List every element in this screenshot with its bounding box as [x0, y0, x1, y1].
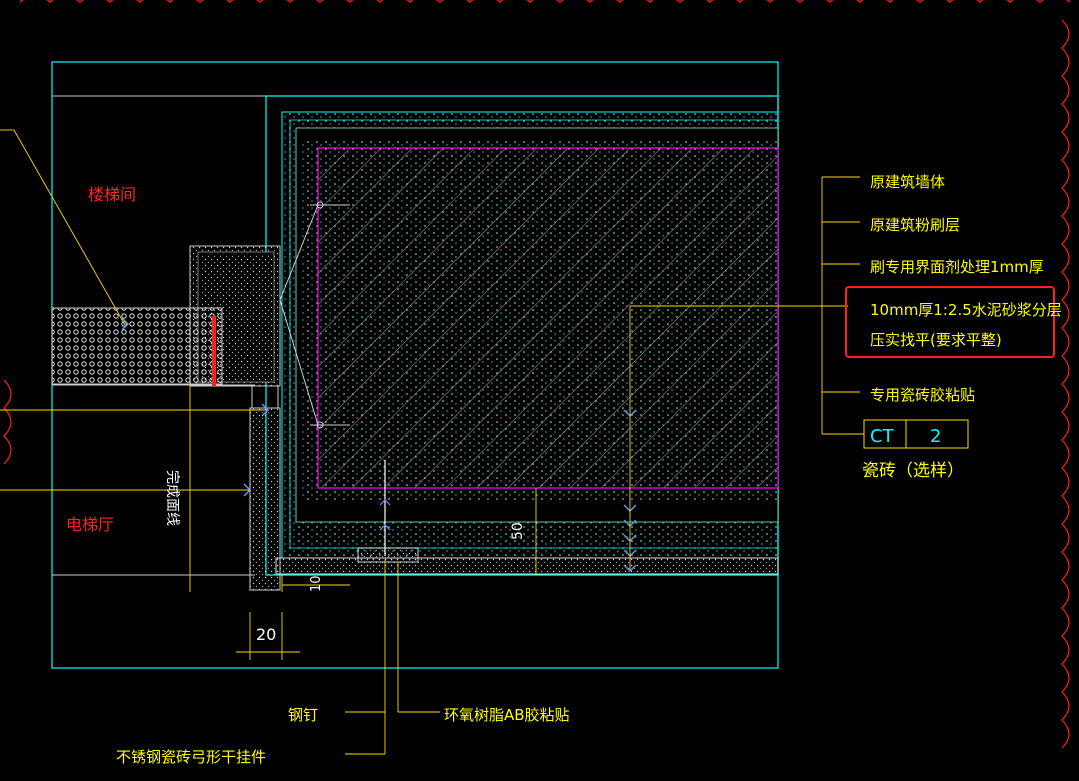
tile-name: 瓷砖（选样） — [862, 461, 964, 481]
finish-line-label: 完成面线 — [164, 470, 180, 526]
steel-nail-label: 钢钉 — [288, 706, 318, 724]
stairwell-label: 楼梯间 — [88, 185, 136, 204]
steel-nail — [379, 460, 391, 556]
legend-highlight-line2: 压实找平(要求平整) — [870, 331, 1002, 349]
dim-50: 50 — [510, 522, 526, 540]
ss-hanger-label: 不锈钢瓷砖弓形干挂件 — [116, 748, 266, 766]
highlight-box — [845, 286, 1055, 358]
legend-item-2: 刷专用界面剂处理1mm厚 — [870, 258, 1044, 276]
dim-10: 10 — [309, 575, 324, 592]
legend-item-1: 原建筑粉刷层 — [870, 216, 960, 234]
door-frame — [51, 245, 281, 591]
elevator-hall-label: 电梯厅 — [66, 515, 114, 534]
material-tag — [863, 419, 969, 449]
legend-highlight-line1: 10mm厚1:2.5水泥砂浆分层 — [870, 301, 1062, 319]
tag-number: 2 — [930, 426, 941, 447]
epoxy-glue-label: 环氧树脂AB胶粘贴 — [444, 706, 570, 724]
dim-20: 20 — [256, 625, 276, 644]
revision-cloud — [3, 0, 1071, 749]
wall-section — [265, 95, 779, 576]
legend-item-0: 原建筑墙体 — [870, 173, 945, 191]
hanger-anchors — [279, 201, 350, 429]
leader-lines — [0, 129, 864, 755]
legend-tile-glue: 专用瓷砖胶粘贴 — [870, 386, 975, 404]
tag-code: CT — [870, 426, 895, 447]
dimension-lines — [189, 386, 537, 660]
